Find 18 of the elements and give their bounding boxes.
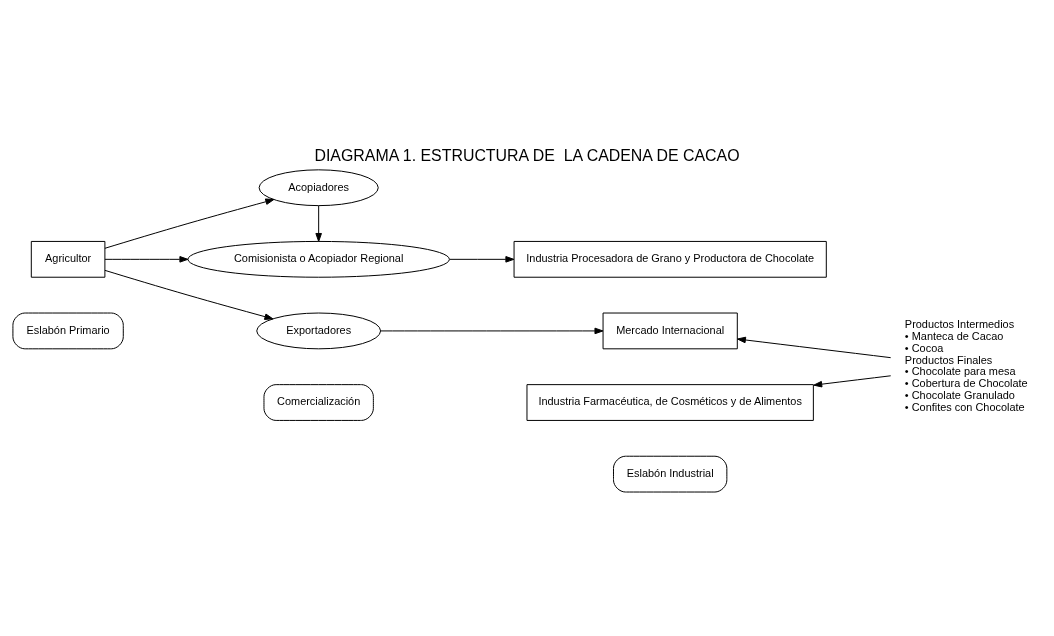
arrow [449,256,515,263]
arrow [813,375,892,388]
arrow [104,256,189,263]
node-box: Industria Procesadora de Grano y Productora de Chocolate [513,240,827,278]
arrow [737,336,892,359]
arrow [380,327,604,335]
arrow [315,205,322,242]
node-box: Mercado Internacional [602,312,738,350]
node-box: Comercialización [263,384,374,421]
node-box: Agricultor [30,240,106,278]
node-text: Productos Intermedios • Manteca de Cacao • Cocoa Productos Finales • Chocolate para mesa • Cobertura de Chocolate • Chocolate Granulado • Confites con Chocolate [904,317,1028,414]
arrow [104,269,274,320]
node-box: Industria Farmacéutica, de Cosméticos y de Alimentos [526,384,814,421]
node-box: Eslabón Industrial [613,455,728,493]
arrow [104,198,275,249]
node-box: Eslabón Primario [12,312,124,350]
diagram-title: DIAGRAMA 1. ESTRUCTURA DE LA CADENA DE CACAO [314,146,740,164]
node-ellipse: Comisionista o Acopiador Regional [187,240,450,278]
